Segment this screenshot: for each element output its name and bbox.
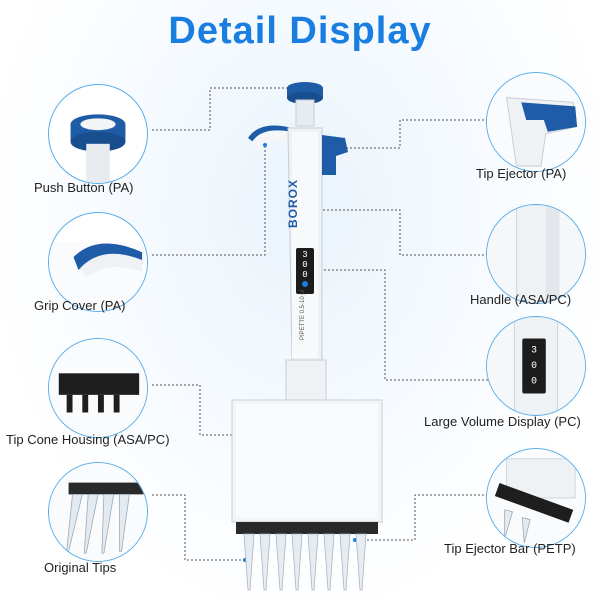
- original-tips-label: Original Tips: [44, 560, 117, 575]
- push-button-detail-image: [48, 84, 148, 184]
- grip-cover-icon: [49, 242, 147, 311]
- volume-display: 3 0 0: [296, 250, 314, 280]
- svg-text:0: 0: [531, 360, 537, 371]
- tip-cone-housing-icon: [49, 339, 147, 437]
- tip-cone-housing-detail-image: [48, 338, 148, 438]
- tip-cone-housing-label: Tip Cone Housing (ASA/PC): [6, 432, 170, 447]
- large-volume-display-detail-image: 3 0 0: [486, 316, 586, 416]
- display-digit: 3: [302, 250, 308, 260]
- brand-text: BOROX: [286, 178, 300, 228]
- tip-ejector-bar-detail-image: [486, 448, 586, 548]
- original-tips-detail-image: [48, 462, 148, 562]
- grip-cover-detail-image: [48, 212, 148, 312]
- model-text: PIPETTE 0.5-10 μl: [300, 289, 306, 340]
- tip-ejector-label: Tip Ejector (PA): [476, 166, 567, 181]
- handle-detail-image: [486, 204, 586, 304]
- large-volume-display-label: Large Volume Display (PC): [424, 414, 581, 429]
- tip-ejector-bar-icon: [487, 449, 585, 547]
- grip-cover-label: Grip Cover (PA): [34, 298, 126, 313]
- tip-ejector-bar-label: Tip Ejector Bar (PETP): [444, 541, 576, 556]
- display-digit: 0: [302, 270, 308, 280]
- display-digit: 0: [302, 260, 308, 270]
- tip-ejector-detail-image: [486, 72, 586, 172]
- handle-icon: [487, 205, 585, 303]
- handle-label: Handle (ASA/PC): [470, 292, 572, 307]
- page-title: Detail Display: [168, 10, 432, 52]
- svg-text:0: 0: [531, 376, 537, 387]
- display-icon: 3 0 0: [487, 317, 585, 415]
- original-tips-icon: [49, 463, 147, 561]
- push-button-label: Push Button (PA): [34, 180, 134, 195]
- tip-ejector-icon: [487, 73, 585, 171]
- svg-text:3: 3: [531, 344, 537, 355]
- push-button-icon: [70, 114, 126, 183]
